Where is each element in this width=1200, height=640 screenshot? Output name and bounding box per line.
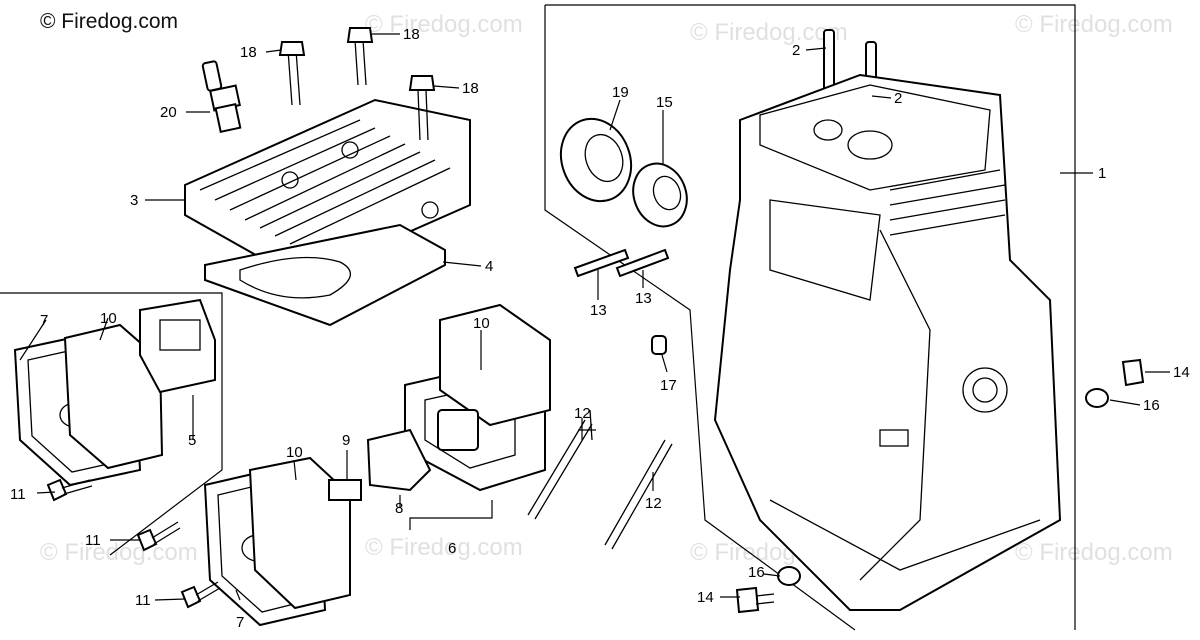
label-11: 11	[135, 592, 151, 609]
label-16: 16	[1143, 397, 1160, 414]
watermark: © Firedog.com	[365, 534, 523, 561]
label-13: 13	[590, 302, 607, 319]
long-studs	[527, 409, 673, 550]
watermarks: © Firedog.com © Firedog.com © Firedog.co…	[40, 11, 1173, 566]
watermark: © Firedog.com	[40, 539, 198, 566]
watermark: © Firedog.com	[690, 19, 848, 46]
label-14: 14	[697, 589, 714, 606]
label-19: 19	[612, 84, 629, 101]
drain-bolt-bottom	[735, 566, 801, 614]
label-17: 17	[660, 377, 677, 394]
label-2: 2	[894, 90, 902, 107]
group-border-left	[544, 5, 856, 631]
dowel-pin	[651, 335, 667, 355]
leader-lines	[19, 33, 1170, 601]
reed-valve-assembly	[328, 303, 551, 501]
label-10: 10	[473, 315, 490, 332]
label-8: 8	[395, 500, 403, 517]
label-18: 18	[403, 26, 420, 43]
brand-text: © Firedog.com	[40, 10, 179, 33]
group-border-cover	[0, 292, 223, 556]
label-18: 18	[240, 44, 257, 61]
label-12: 12	[645, 495, 662, 512]
short-studs	[573, 248, 670, 278]
label-15: 15	[656, 94, 673, 111]
label-18: 18	[462, 80, 479, 97]
label-11: 11	[10, 486, 26, 503]
label-4: 4	[485, 258, 493, 275]
label-11: 11	[85, 532, 101, 549]
label-14: 14	[1173, 364, 1190, 381]
label-2: 2	[792, 42, 800, 59]
group-border-right	[545, 4, 1076, 630]
label-7: 7	[40, 312, 48, 329]
label-10: 10	[100, 310, 117, 327]
spark-plug	[201, 60, 242, 134]
bearing	[559, 117, 633, 203]
watermark: © Firedog.com	[1015, 539, 1173, 566]
label-1: 1	[1098, 165, 1106, 182]
label-10: 10	[286, 444, 303, 461]
label-5: 5	[188, 432, 196, 449]
label-13: 13	[635, 290, 652, 307]
part-labels: 1 2 2 3 4 5 6 7 7 8 9 10 10 10 11 11 11 …	[10, 26, 1190, 631]
label-6: 6	[448, 540, 456, 557]
label-12: 12	[574, 405, 591, 422]
watermark: © Firedog.com	[1015, 11, 1173, 38]
label-7: 7	[236, 614, 244, 631]
breather-cover-lower	[203, 456, 351, 627]
head-bolts	[278, 27, 436, 141]
label-9: 9	[342, 432, 350, 449]
cover-screws	[46, 478, 221, 609]
label-3: 3	[130, 192, 138, 209]
oil-seal	[632, 162, 688, 228]
drain-bolt-right	[1085, 358, 1145, 408]
label-20: 20	[160, 104, 177, 121]
crankcase-cylinder	[713, 73, 1062, 611]
label-16: 16	[748, 564, 765, 581]
breather-cover-upper	[13, 298, 216, 487]
head-gasket	[204, 223, 446, 327]
